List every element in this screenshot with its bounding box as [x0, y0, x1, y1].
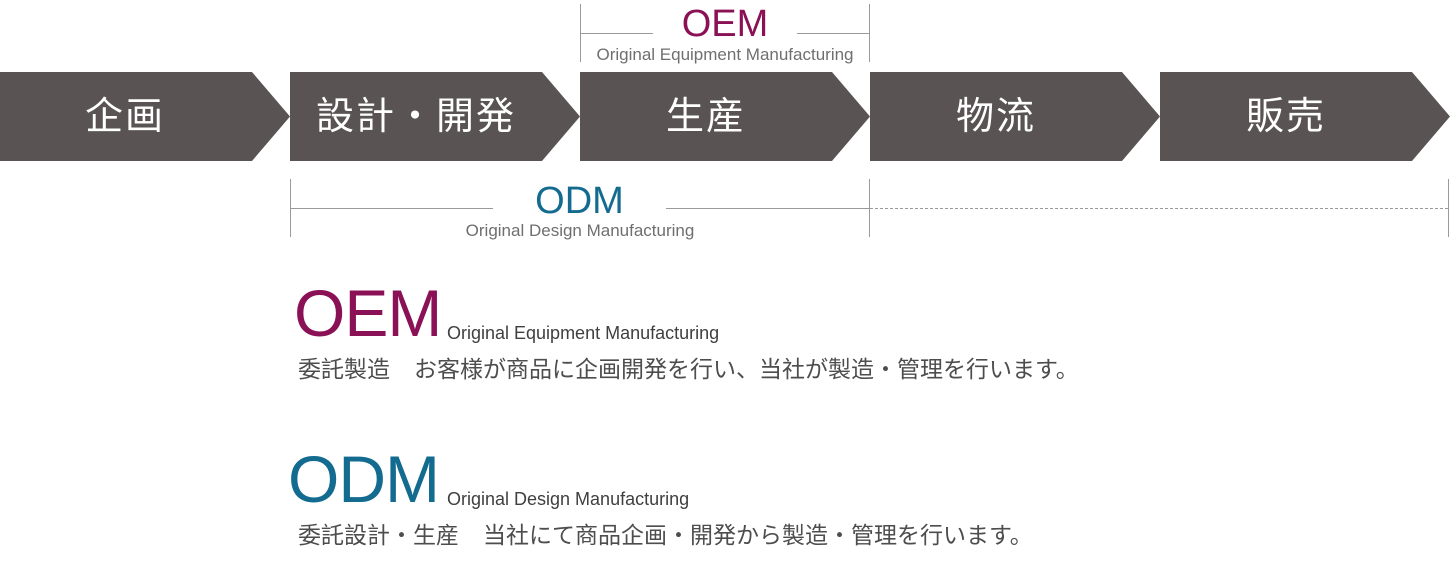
odm-span-subtitle: Original Design Manufacturing: [465, 221, 695, 240]
definition-description: 委託設計・生産当社にて商品企画・開発から製造・管理を行います。: [298, 522, 1033, 550]
definition-full-name: Original Design Manufacturing: [447, 489, 690, 509]
oem-span-title: OEM: [681, 3, 769, 45]
oem-span-left-line: [581, 33, 653, 34]
process-flow: 企画 設計・開発 生産 物流 販売: [0, 72, 1450, 161]
definition-header: OEM Original Equipment Manufacturing: [290, 280, 1390, 346]
definition-term: OEM: [294, 276, 442, 350]
oem-definition: OEM Original Equipment Manufacturing 委託製…: [290, 280, 1390, 396]
definition-full-name: Original Equipment Manufacturing: [447, 323, 720, 343]
odm-span-right-line: [666, 208, 869, 209]
oem-span-left-tick: [580, 4, 581, 62]
odm-span-mid-tick: [869, 179, 870, 237]
definition-label: 委託製造: [298, 357, 390, 383]
step-label: 生産: [665, 94, 746, 138]
step-label: 設計・開発: [315, 94, 516, 138]
step-production: 生産: [580, 72, 870, 161]
definition-description: 委託製造お客様が商品に企画開発を行い、当社が製造・管理を行います。: [298, 356, 1079, 384]
definition-text: 当社にて商品企画・開発から製造・管理を行います。: [483, 523, 1033, 549]
odm-definition: ODM Original Design Manufacturing 委託設計・生…: [288, 446, 1390, 562]
step-design-development: 設計・開発: [290, 72, 580, 161]
oem-span-right-line: [797, 33, 869, 34]
definition-label: 委託設計・生産: [298, 523, 459, 549]
odm-span-left-tick: [290, 179, 291, 237]
definition-term: ODM: [288, 442, 440, 516]
step-label: 企画: [84, 94, 165, 138]
oem-span-right-tick: [869, 4, 870, 62]
step-planning: 企画: [0, 72, 290, 161]
odm-span-left-line: [291, 208, 493, 209]
step-logistics: 物流: [870, 72, 1160, 161]
step-sales: 販売: [1160, 72, 1450, 161]
step-label: 販売: [1245, 94, 1326, 138]
odm-span-end-tick: [1448, 179, 1449, 237]
odm-span-dashed-line: [870, 208, 1448, 209]
step-label: 物流: [955, 94, 1036, 138]
oem-span-subtitle: Original Equipment Manufacturing: [596, 45, 854, 64]
odm-span-title: ODM: [535, 180, 624, 222]
definition-header: ODM Original Design Manufacturing: [288, 446, 1390, 512]
definition-text: お客様が商品に企画開発を行い、当社が製造・管理を行います。: [414, 357, 1079, 383]
